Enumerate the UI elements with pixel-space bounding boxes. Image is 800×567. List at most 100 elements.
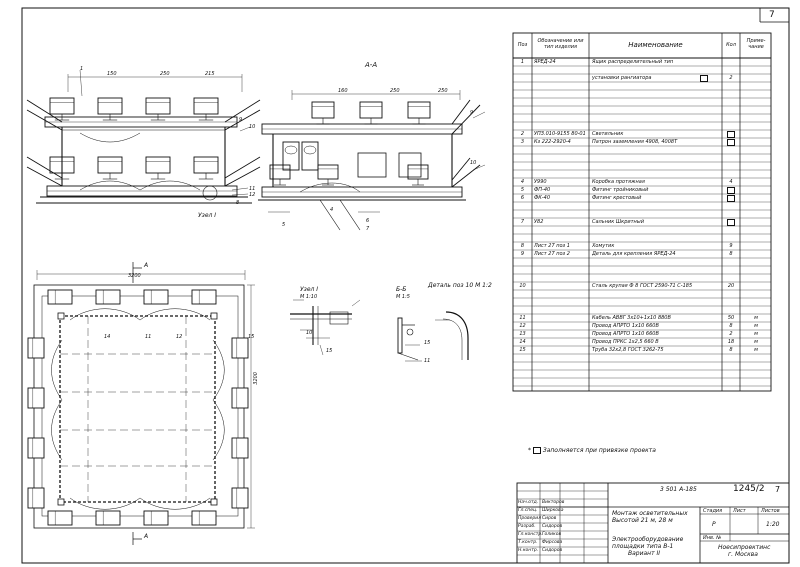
signature-role: Н.контр. xyxy=(518,548,539,553)
title-line-1: Монтаж осветительных xyxy=(612,510,688,517)
spec-cell-pos: 15 xyxy=(519,347,526,353)
title-block-code-left: 3 501 А-185 xyxy=(660,486,697,493)
scale-value: 1:20 xyxy=(766,521,780,528)
dim-top-1: 150 xyxy=(107,71,117,77)
callout-number: 9 xyxy=(470,110,474,116)
dim-top-4: 160 xyxy=(338,88,348,94)
spec-cell-qty: 8 xyxy=(729,251,733,257)
spec-cell-pos: 6 xyxy=(520,195,525,201)
floodlight-fixture xyxy=(407,101,431,125)
junction-box xyxy=(210,498,218,506)
spec-cell-qty: 2 xyxy=(729,331,733,337)
subtitle-line-2: площадки типа В-1 xyxy=(612,543,674,550)
spec-cell-pos: 4 xyxy=(520,179,525,185)
floodlight-fixture xyxy=(47,289,73,305)
org-line-1: Ноесипроектинс xyxy=(718,544,771,551)
spec-cell-pos: 8 xyxy=(520,243,525,249)
signature-name: Сидоров xyxy=(542,524,563,529)
spec-cell-pos: 5 xyxy=(520,187,525,193)
floodlight-fixture xyxy=(193,156,219,180)
spec-header-qty: Кол xyxy=(726,42,736,48)
spec-cell-remark: м xyxy=(754,331,758,337)
floodlight-fixture xyxy=(191,289,217,305)
title-block-doc-code: 1245/2 xyxy=(733,484,765,494)
spec-cell-name: Светильник xyxy=(592,131,624,137)
spec-cell-qty: 8 xyxy=(729,323,733,329)
inv-label: Инв. № xyxy=(703,535,722,541)
node-detail-view xyxy=(290,299,361,356)
callout-number: 14 xyxy=(104,334,111,340)
signature-role: Т.контр. xyxy=(518,540,538,545)
floodlight-fixture xyxy=(231,437,249,459)
floodlight-fixture xyxy=(47,510,73,526)
callout-number: 12 xyxy=(249,192,256,198)
node-scale: М 1:10 xyxy=(300,294,318,300)
junction-box xyxy=(57,312,65,320)
floodlight-fixture xyxy=(317,164,339,186)
signature-role: Нач.отд. xyxy=(518,500,539,505)
dim-top-6: 250 xyxy=(438,88,448,94)
subtitle-line-1: Электрооборудование xyxy=(612,536,684,543)
signature-name: Голиков xyxy=(542,532,562,537)
spec-cell-name: Ящик распределительный тип xyxy=(592,59,674,65)
stage-label: Стадия xyxy=(703,508,723,514)
spec-cell-qty: 2 xyxy=(729,75,733,81)
specification-table xyxy=(512,32,772,392)
floodlight-fixture xyxy=(231,337,249,359)
title-block xyxy=(516,482,790,564)
spec-cell-remark: м xyxy=(754,323,758,329)
callout-number: 10 xyxy=(470,160,477,166)
title-line-2: Высотой 21 м, 28 м xyxy=(612,517,673,524)
spec-cell-designation: Лист 27 поз 1 xyxy=(534,243,570,249)
spec-cell-qty: 18 xyxy=(727,339,735,345)
spec-cell-designation: У82 xyxy=(534,219,544,225)
node-label: Узел I xyxy=(300,286,319,293)
spec-cell-designation: ЯРЕД-24 xyxy=(534,59,556,65)
floodlight-fixture xyxy=(95,289,121,305)
checkbox-icon xyxy=(727,219,735,226)
floodlight-fixture xyxy=(311,101,335,125)
title-block-sheet-number: 7 xyxy=(775,485,781,494)
floodlight-fixture xyxy=(27,337,45,359)
spec-cell-name: Патрон заземления 4908, 4008Т xyxy=(592,139,678,145)
spec-cell-pos: 3 xyxy=(520,139,525,145)
footnote-marker: * xyxy=(528,447,531,454)
spec-cell-name: Коробка протяжная xyxy=(592,179,645,185)
dim-plan-width: 3200 xyxy=(128,273,141,279)
callout-number: 11 xyxy=(249,186,256,192)
junction-box xyxy=(210,312,218,320)
signature-name: Викторов xyxy=(542,500,565,505)
spec-cell-name: Деталь для крепления ЯРЕД-24 xyxy=(592,251,676,257)
spec-cell-remark: м xyxy=(754,339,758,345)
section-aa-view xyxy=(258,90,486,231)
callout-number: 5 xyxy=(282,222,286,228)
callout-number: 4 xyxy=(330,207,334,213)
signature-name: Сиров xyxy=(542,516,557,521)
signature-name: Фирсова xyxy=(542,540,563,545)
floodlight-fixture xyxy=(95,510,121,526)
checkbox-icon xyxy=(727,195,735,202)
callout-number: 1 xyxy=(80,66,84,72)
spec-cell-qty: 8 xyxy=(729,347,733,353)
footnote: * Заполняется при привязке проекта xyxy=(528,447,656,454)
spec-cell-name: Провод АПРТО 1х10 660В xyxy=(592,331,659,337)
floodlight-fixture xyxy=(191,510,217,526)
signature-role: Гл.констр. xyxy=(518,532,543,537)
spec-cell-remark: м xyxy=(754,347,758,353)
dim-plan-height: 3200 xyxy=(253,372,259,385)
spec-cell-designation: УПЗ.010-9155 80-01 xyxy=(534,131,586,137)
section-bb-label: Б-Б xyxy=(396,286,407,293)
spec-cell-name: Хомутик xyxy=(592,243,615,249)
spec-cell-designation: Кз 222-2920-4 xyxy=(534,139,571,145)
spec-cell-qty: 4 xyxy=(729,179,733,185)
signature-role: Гл.спец. xyxy=(518,508,538,513)
checkbox-icon xyxy=(727,187,735,194)
subtitle-line-3: Вариант II xyxy=(628,550,661,557)
stage-value: Р xyxy=(712,521,716,528)
callout-number: 15 xyxy=(248,334,255,340)
spec-cell-pos: 14 xyxy=(519,339,526,345)
spec-cell-pos: 10 xyxy=(519,283,526,289)
callout-number: 10 xyxy=(306,330,313,336)
sheets-label: Листов xyxy=(761,508,780,514)
floodlight-fixture xyxy=(143,289,169,305)
